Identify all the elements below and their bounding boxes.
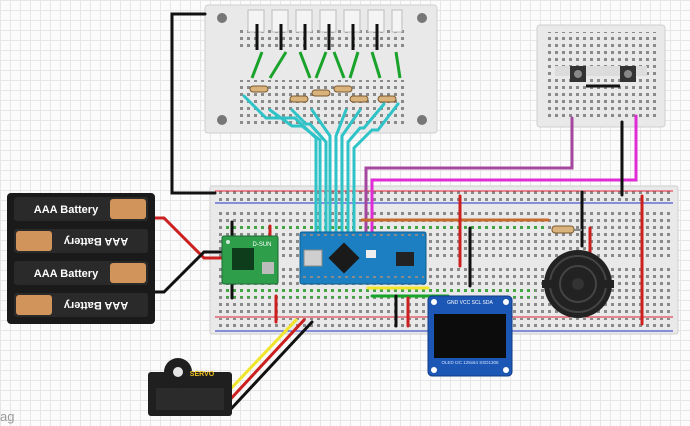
battery-cell-1: AAA Battery [14,197,148,221]
footer-text: ag [0,409,14,424]
battery-cell-3: AAA Battery [14,261,148,285]
servo-signal-wire [220,318,298,400]
top-breadboard [204,4,438,134]
resistor-main [551,225,582,234]
battery-label-1: AAA Battery [34,204,99,216]
microcontroller-chip [328,242,360,274]
voltage-regulator: D-SUN [221,235,279,285]
servo-label: SERVO [190,371,215,378]
battery-label-2: AAA Battery [63,235,128,247]
purple-wire [364,116,574,234]
arduino-nano [299,231,427,285]
battery-pack: AAA Battery AAA Battery AAA Battery AAA … [7,193,155,324]
regulator-label: D-SUN [253,242,272,248]
battery-cell-2: AAA Battery [14,229,148,253]
servo-motor: SERVO [148,358,232,416]
black-wire-left [170,12,217,195]
battery-cell-4: AAA Battery [14,293,148,317]
cyan-data-wires [242,94,400,234]
oled-screen [434,314,506,358]
buzzer [542,250,614,318]
green-jumpers-top [250,51,402,79]
usb-port [303,249,323,267]
oled-display: GND VCC SCL SDA OLED I2C 128x64 SSD1306 [427,295,513,377]
oled-screen-text: OLED I2C 128x64 SSD1306 [441,360,499,365]
servo-power-wire [224,318,306,406]
oled-pin-labels: GND VCC SCL SDA [447,300,493,306]
led-row [247,9,403,33]
magenta-wire [370,114,638,234]
battery-label-4: AAA Battery [63,299,128,311]
battery-red-wire [152,216,224,260]
servo-ground-wire [228,320,314,412]
battery-label-3: AAA Battery [34,268,99,280]
button-breadboard [536,24,666,128]
resistors-top [249,85,397,103]
battery-black-wire [152,250,224,294]
